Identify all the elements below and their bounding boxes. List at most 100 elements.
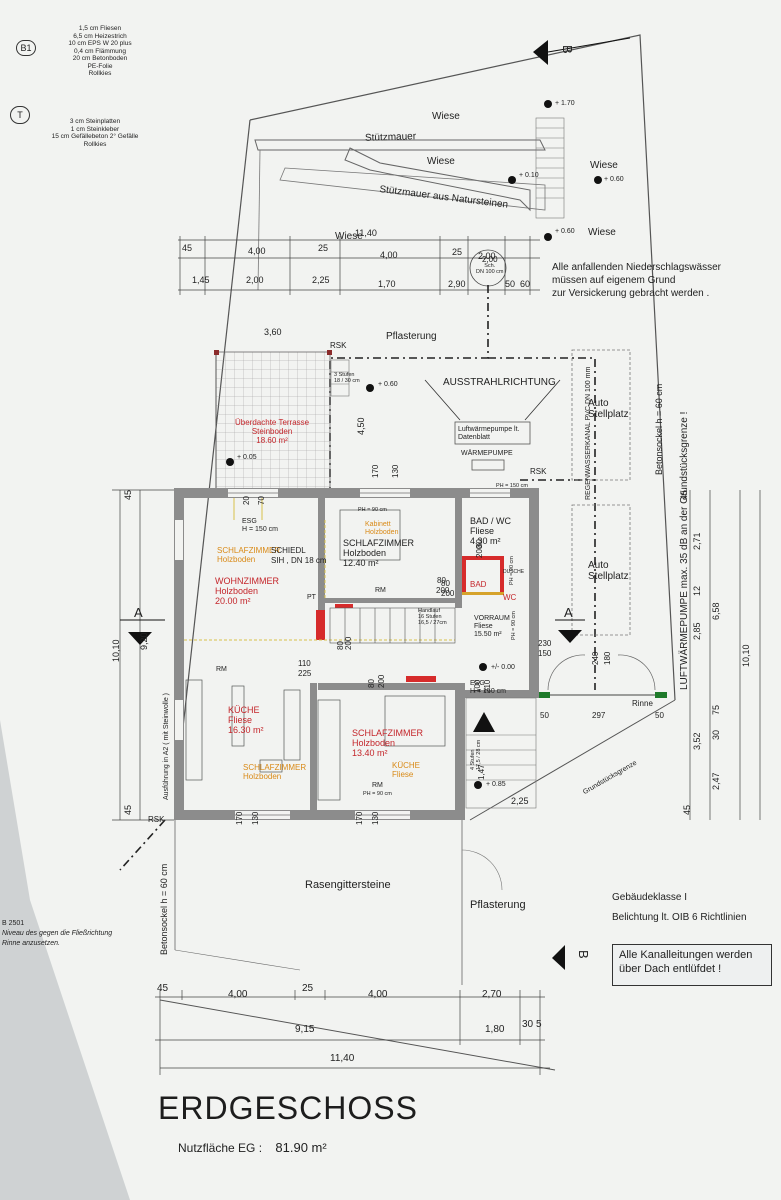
schlafzimmer-bottom-area: 13.40 m² [352,748,388,758]
dim-top1-4: 25 [452,247,463,257]
section-a-left-label: A [134,605,143,620]
vorraum-area: 15.50 m² [474,631,502,638]
stuetzmauer-wall [254,139,546,151]
left-note-3: Rinne anzusetzen. [2,940,60,947]
legend-t-line-2: 15 cm Gefällebeton 2° Gefälle [51,133,139,140]
dim-right-chain-5: 30 [711,729,721,740]
ph-label-5: PH = 90 cm [509,556,515,585]
room-schlafzimmer-top: SCHLAFZIMMER Holzboden 12.40 m² [343,538,414,568]
dim-south-opening-3: 130 [371,811,380,825]
legend-symbol-t-text: T [17,110,23,120]
label-pflasterung-top: Pflasterung [386,331,437,342]
dim-terrace-width: 3,60 [264,327,282,337]
dim-right-chain-6: 75 [711,704,721,715]
room-bad: BAD / WC Fliese 4.30 m² [470,516,511,546]
rm-label-2: RM [216,666,227,673]
heat-pump-box [454,421,531,445]
kueche-area: 16.30 m² [228,725,264,735]
room-schiedl: SCHIEDL SIH , DN 18 cm [271,546,327,566]
dim-parking-1: 297 [592,711,606,720]
dim-opening-5: 200 [436,586,450,595]
label-rsk-2: RSK [530,467,547,476]
dim-opening-2: 20 [242,496,251,505]
dim-left-total-0: 10,10 [111,639,121,662]
section-marker-a-left [120,619,165,645]
label-right-boundary: LUFTWÄRMEPUMPE max. 35 dB an der Grundst… [679,411,690,690]
dim-right-chain-4: 3,52 [692,732,702,750]
dim-opening-8: 80 [441,579,450,588]
dim-right-chain-2: 12 [692,585,702,596]
dim-2-25-0: 2,25 [511,796,529,806]
label-dusche: DUSCHE [503,569,525,575]
label-rsk-1: RSK [330,341,347,350]
wohnzimmer-area: 20.00 m² [215,596,251,606]
dim-opening-13: 200 [344,636,353,650]
legend-b1-line-4: 20 cm Betonboden [72,55,128,62]
dim-opening-16: 100 [473,679,482,693]
dim-top2-5: 50 [505,279,516,289]
section-a-right-label: A [564,605,573,620]
auto-1-text: Auto Stellplatz [588,398,629,420]
dim-top1-2: 25 [318,243,329,253]
terrasse-floor: Steinboden [251,427,293,436]
bad-name: BAD / WC [470,516,512,526]
dn-label: 2,00 Sch. DN 100 cm [476,256,504,276]
schlafzimmer-bottom-name: SCHLAFZIMMER [352,728,424,738]
room-terrasse: Überdachte Terrasse Steinboden 18.60 m² [235,418,309,445]
level-markers [226,100,602,789]
legend-t-line-1: 1 cm Steinkleber [70,125,120,133]
nutzflaeche: Nutzfläche EG : 81.90 m² [178,1140,327,1155]
ph-label-2: PH = 150 cm [496,483,528,489]
dim-bottom2-1: 1,80 [485,1024,505,1035]
level-1: + 1.70 [555,100,575,107]
dim-opening-0: 170 [371,464,380,478]
room-schlafzimmer-faded: SCHLAFZIMMER Holzboden [243,763,306,781]
label-luftwp-box: Luftwärmepumpe lt. Datenblatt [458,426,526,442]
schiedl-name: SCHIEDL [271,546,306,555]
luftwp-box-text: Luftwärmepumpe lt. Datenblatt [458,426,520,441]
stufen-top-size: 18 / 30 cm [334,378,360,384]
parking-1 [571,349,631,481]
dim-top2-4: 2,90 [448,279,466,289]
dim-left-chain-2: 45 [123,804,133,815]
dim-top2-2: 2,25 [312,275,330,285]
dim-right-chain-1: 2,71 [692,532,702,550]
dim-opening-10: 110 [298,659,311,668]
dim-south-opening-0: 170 [235,811,244,825]
kueche-floor: Fliese [228,715,253,725]
dim-opening-18: 230 [538,639,552,648]
dim-opening-17: 210 [483,679,492,693]
label-betonsockel-right: Betonsockel h = 60 cm [654,383,664,475]
label-wiese-3: Wiese [590,160,618,171]
dim-opening-11: 225 [298,669,312,678]
dim-opening-21: 180 [603,651,612,665]
dim-bottom2-0: 9,15 [295,1024,315,1035]
legend-b1-line-2: 10 cm EPS W 20 plus [68,40,132,47]
esg-top-height: H = 150 cm [242,526,278,533]
room-schlafzimmer-bottom: SCHLAFZIMMER Holzboden 13.40 m² [352,728,423,758]
drainage-note-line-2: zur Versickerung gebracht werden . [552,288,710,299]
legend-b1-line-5: PE-Folie [87,62,113,70]
dim-top1-6: 11,40 [355,228,377,238]
room-kabinett: Kabinett Holzboden [365,521,398,537]
dim-bottom1-0: 45 [157,983,169,994]
level-5: + 0.60 [378,381,398,388]
stiege-size: 16,5 / 27cm [418,620,447,626]
legend-symbol-b1-text: B1 [20,43,32,53]
dim-opening-22: 1,47 [477,764,486,780]
nutzflaeche-label: Nutzfläche EG : [178,1141,263,1155]
section-marker-b-top [533,40,548,65]
ph-label-4: PH = 90 cm [511,611,517,640]
dim-bottom1-1: 4,00 [228,989,248,1000]
drainage-note-line-1: müssen auf eigenem Grund [552,275,676,286]
note-kanal-2: über Dach entlüfdet ! [619,963,722,975]
schlafzimmer-top-name: SCHLAFZIMMER [343,538,415,548]
page-title: ERDGESCHOSS [158,1090,418,1126]
room-wohnzimmer: WOHNZIMMER Holzboden 20.00 m² [215,576,279,606]
stufen-top-count: 3 Stufen [334,372,355,378]
section-b-bottom-label: B [576,950,591,959]
kueche-faded-floor: Fliese [392,770,414,779]
dim-bottom1-4: 2,70 [482,989,502,1000]
